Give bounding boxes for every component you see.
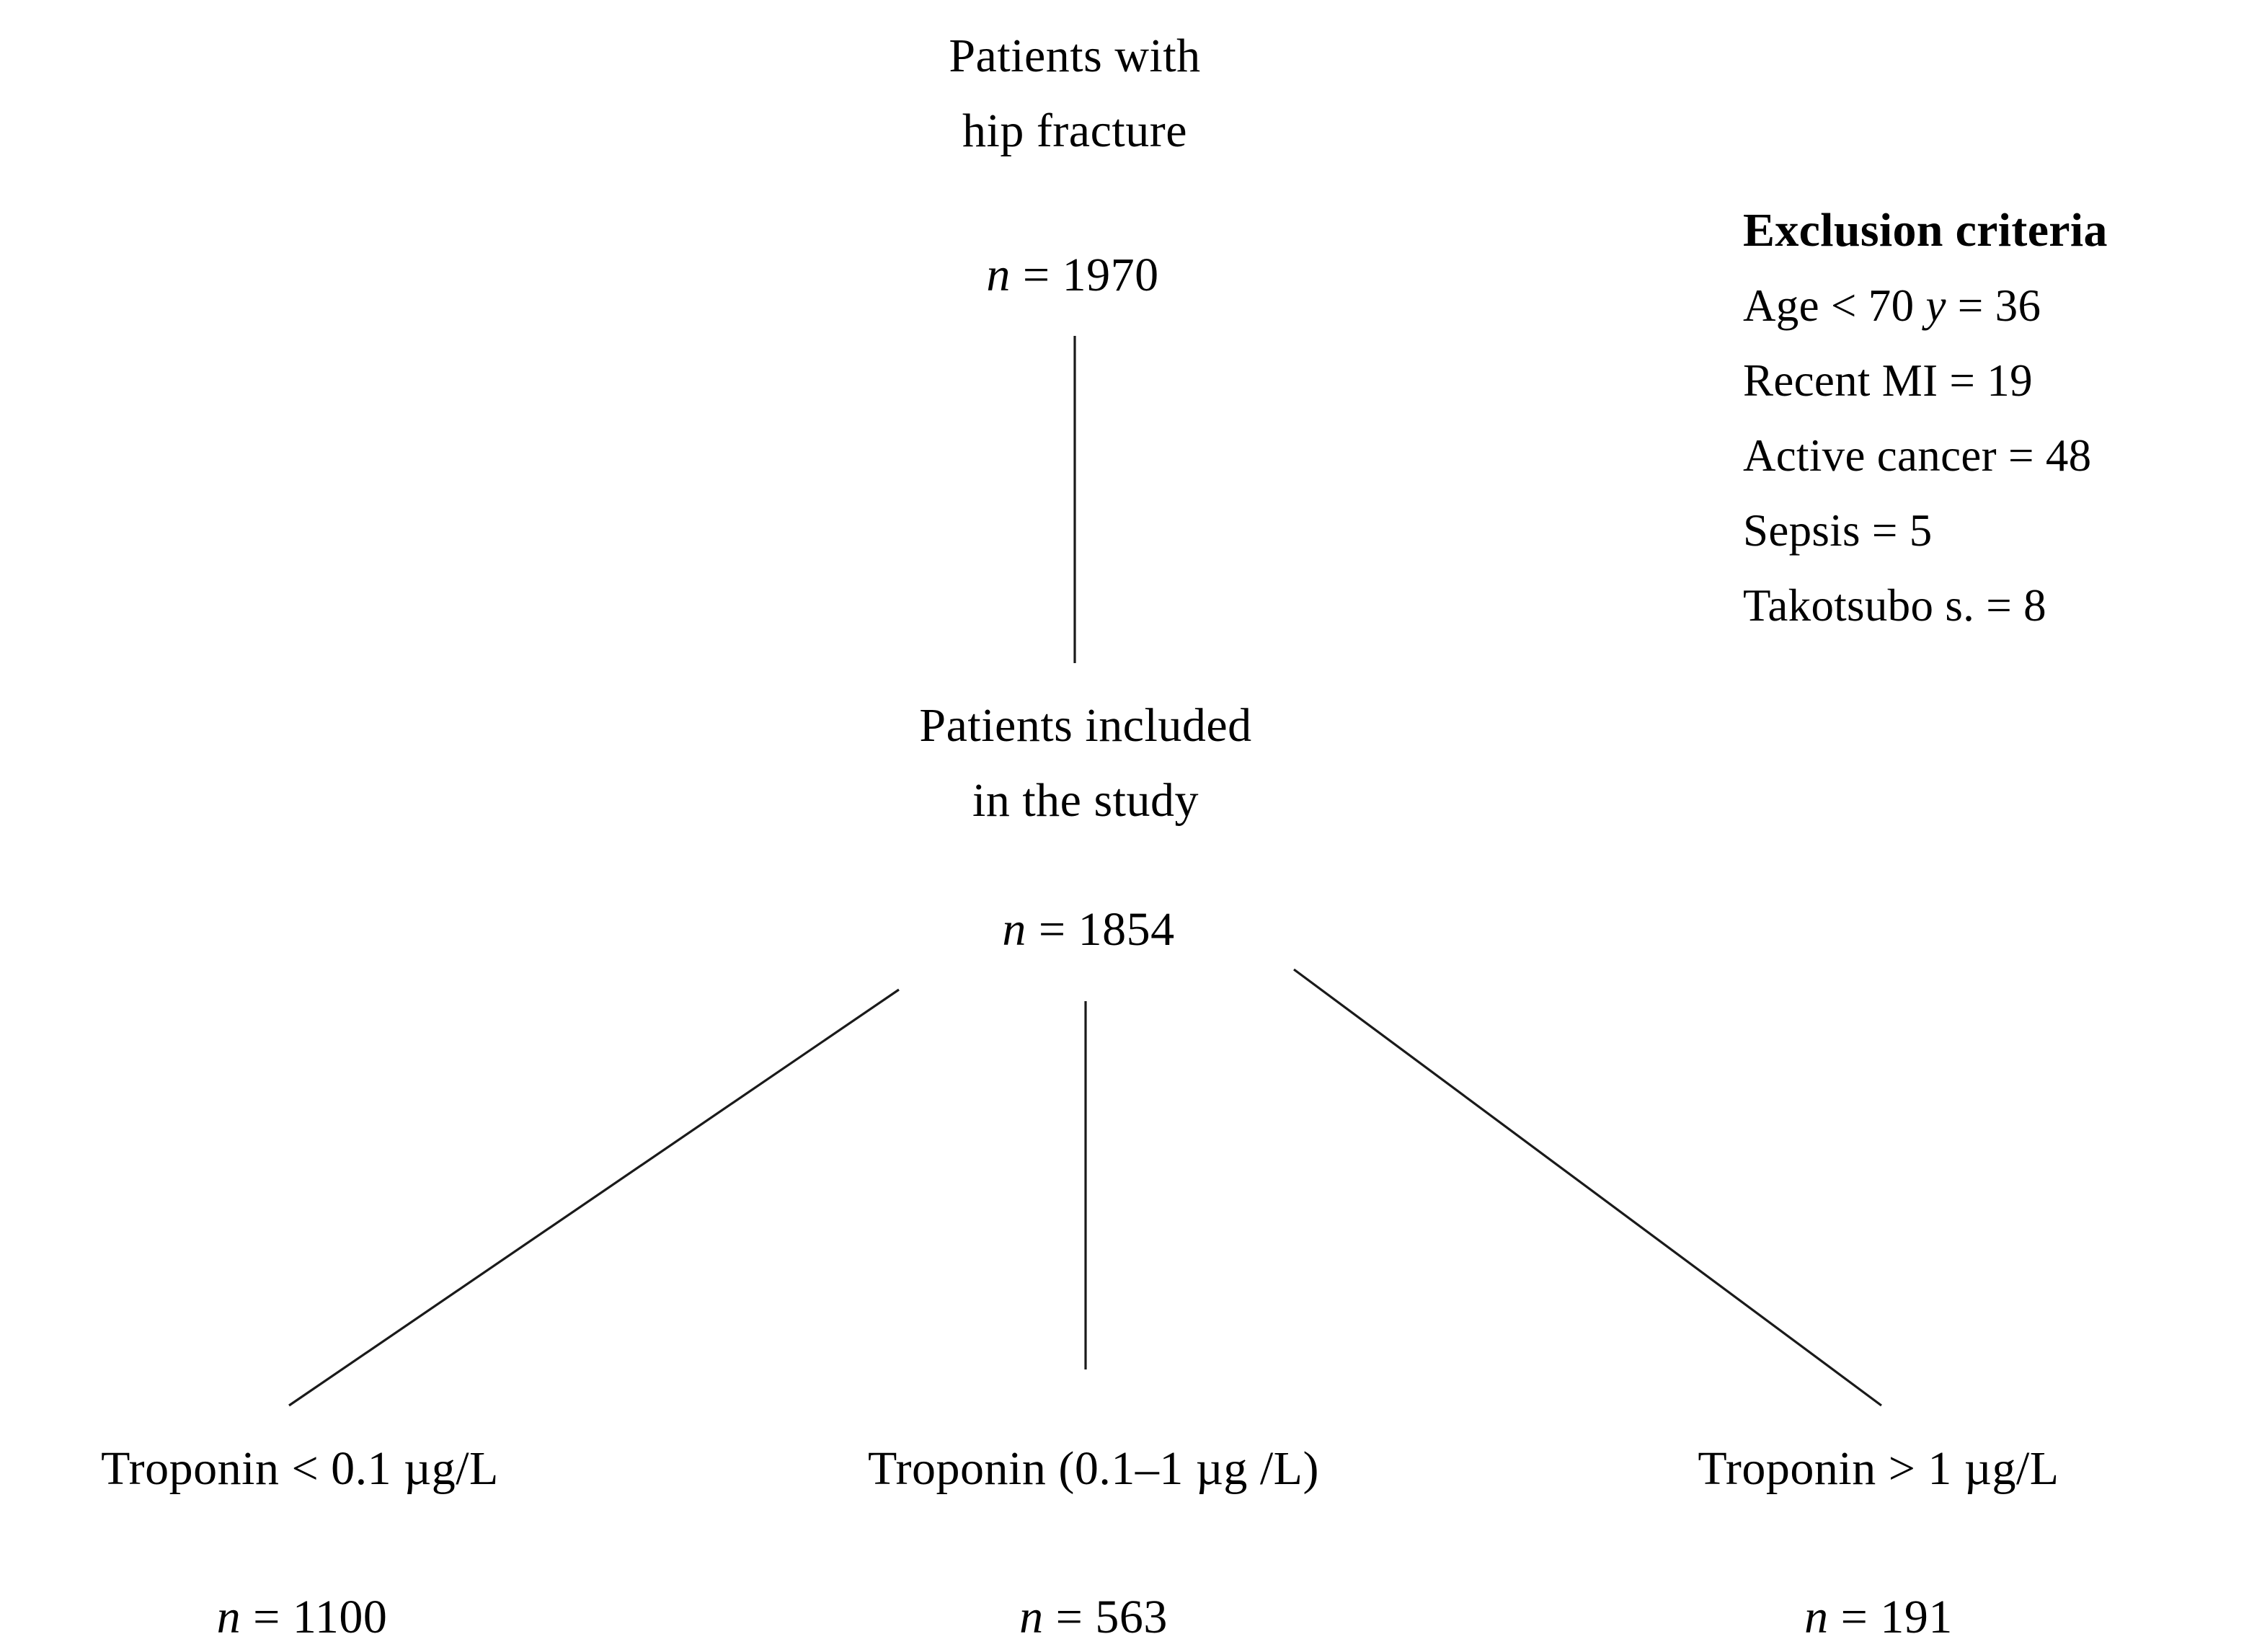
connector-middle-to-left-branch	[288, 988, 900, 1407]
n-symbol: n	[1019, 1591, 1044, 1643]
node-label-line: in the study	[972, 774, 1199, 827]
exclusion-criteria-box: Exclusion criteria Age < 70 y = 36 Recen…	[1743, 193, 2108, 643]
node-patients-hip-fracture-label: Patients with hip fracture	[949, 19, 1200, 169]
node-troponin-low-count: n = 1100	[217, 1589, 388, 1646]
exclusion-title: Exclusion criteria	[1743, 204, 2108, 257]
count-value: = 563	[1055, 1591, 1168, 1643]
exclusion-item: Sepsis = 5	[1743, 505, 1933, 556]
node-label-line: Patients included	[919, 699, 1252, 752]
node-patients-included-count: n = 1854	[1002, 901, 1174, 959]
count-value: = 191	[1840, 1591, 1953, 1643]
node-label-line: Patients with	[949, 30, 1201, 82]
node-troponin-high-label: Troponin > 1 µg/L	[1698, 1442, 2059, 1495]
count-value: = 1100	[253, 1591, 388, 1643]
node-troponin-low-label: Troponin < 0.1 µg/L	[101, 1442, 499, 1495]
exclusion-item: Active cancer = 48	[1743, 430, 2092, 481]
exclusion-item: Recent MI = 19	[1743, 355, 2033, 406]
exclusion-item: Takotsubo s. = 8	[1743, 580, 2046, 631]
node-troponin-high-count: n = 191	[1804, 1589, 1953, 1646]
n-symbol: n	[216, 1591, 241, 1643]
connector-middle-to-right-branch	[1293, 968, 1882, 1407]
node-patients-hip-fracture-count: n = 1970	[986, 247, 1158, 304]
exclusion-item: Age < 70 y = 36	[1743, 280, 2041, 331]
node-label-line: hip fracture	[962, 105, 1187, 157]
node-patients-included-label: Patients included in the study	[919, 688, 1251, 838]
node-troponin-mid-count: n = 563	[1019, 1589, 1168, 1646]
n-symbol: n	[1804, 1591, 1829, 1643]
count-value: = 1854	[1038, 903, 1175, 956]
count-value: = 1970	[1022, 249, 1159, 301]
n-symbol: n	[986, 249, 1011, 301]
node-troponin-mid-label: Troponin (0.1–1 µg /L)	[868, 1442, 1319, 1495]
n-symbol: n	[1002, 903, 1026, 956]
